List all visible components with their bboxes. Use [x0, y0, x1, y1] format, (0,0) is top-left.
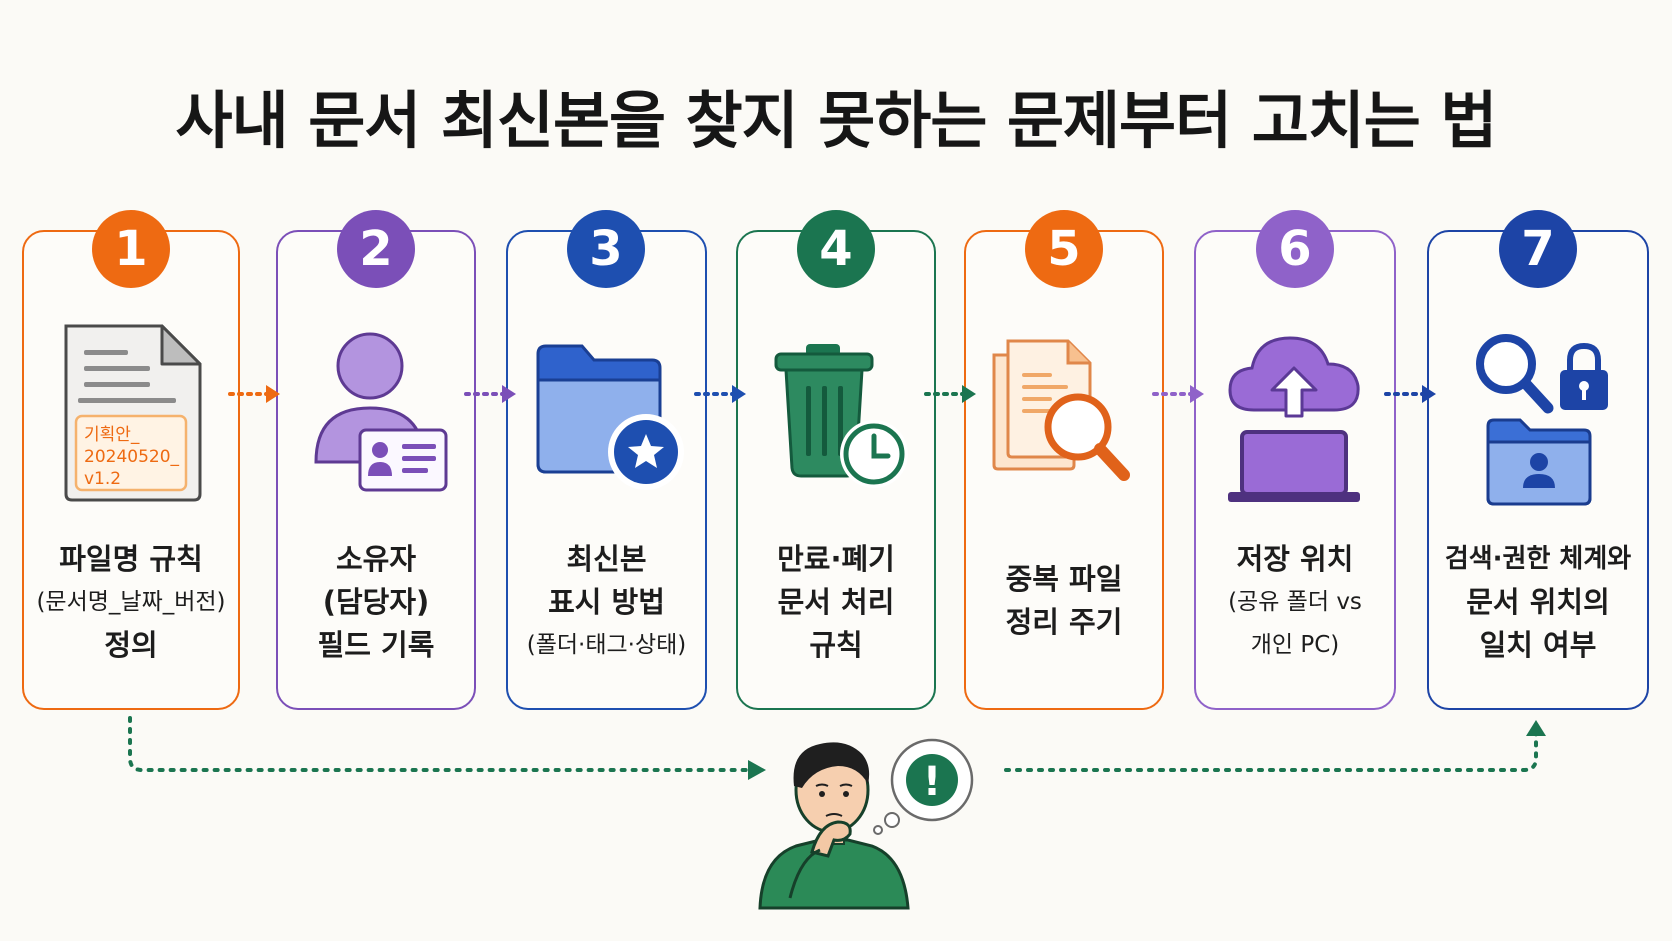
- connector-arrow-2-3: [464, 385, 516, 403]
- connector-arrow-5-6: [1152, 385, 1204, 403]
- duplicate-search-icon: [992, 339, 1130, 481]
- step-5-line-2: 정리 주기: [1005, 605, 1123, 639]
- star-folder-icon: [536, 344, 684, 490]
- step-4-line-1: 만료·폐기: [777, 542, 895, 576]
- doc-stamp-line-3: v1.2: [84, 469, 121, 489]
- connector-arrow-1-2: [228, 385, 280, 403]
- owner-id-card-icon: [314, 332, 448, 492]
- step-7-line-3: 일치 여부: [1479, 628, 1597, 662]
- step-2-line-1: 소유자: [335, 542, 417, 576]
- step-4-line-2: 문서 처리: [777, 585, 895, 619]
- connector-arrow-4-5: [924, 385, 976, 403]
- step-7-line-2: 문서 위치의: [1466, 585, 1610, 619]
- step-label-5: 중복 파일 정리 주기: [964, 558, 1164, 644]
- step-label-2: 소유자 (담당자) 필드 기록: [276, 538, 476, 667]
- exclamation-bubble-icon: !: [873, 738, 974, 835]
- exclamation-symbol: !: [923, 759, 941, 805]
- search-lock-folder-icon: [1476, 334, 1608, 506]
- step-number-badge-4: 4: [797, 210, 875, 288]
- connector-arrow-3-4: [694, 385, 746, 403]
- step-5-line-1: 중복 파일: [1005, 562, 1123, 596]
- step-number-badge-2: 2: [337, 210, 415, 288]
- thinking-person-icon: [758, 742, 910, 910]
- step-4-line-3: 규칙: [809, 628, 863, 662]
- step-label-4: 만료·폐기 문서 처리 규칙: [736, 538, 936, 667]
- step-3-line-3: (폴더·태그·상태): [526, 632, 687, 658]
- step-2-line-2: (담당자): [322, 585, 430, 619]
- step-number-badge-7: 7: [1499, 210, 1577, 288]
- connector-arrow-6-7: [1384, 385, 1436, 403]
- page-title: 사내 문서 최신본을 찾지 못하는 문제부터 고치는 법: [175, 84, 1498, 157]
- step-1-line-3: 정의: [104, 628, 158, 662]
- step-6-line-2: (공유 폴더 vs: [1228, 589, 1362, 615]
- step-3-line-2: 표시 방법: [548, 585, 665, 619]
- doc-stamp-line-2: 20240520_: [84, 447, 180, 467]
- step-3-line-1: 최신본: [566, 542, 647, 576]
- step-number-badge-6: 6: [1256, 210, 1334, 288]
- step-1-line-1: 파일명 규칙: [59, 542, 203, 576]
- doc-stamp-line-1: 기획안_: [84, 425, 140, 445]
- step-6-line-3: 개인 PC): [1250, 632, 1340, 658]
- loop-arrow-to-person: [128, 716, 766, 780]
- step-number-badge-5: 5: [1025, 210, 1103, 288]
- step-number-badge-1: 1: [92, 210, 170, 288]
- step-6-line-1: 저장 위치: [1236, 542, 1354, 576]
- trash-clock-icon: [774, 344, 908, 488]
- loop-arrow-to-step-7: [1004, 720, 1546, 772]
- step-label-1: 파일명 규칙 (문서명_날짜_버전) 정의: [22, 538, 240, 667]
- step-1-line-2: (문서명_날짜_버전): [36, 589, 226, 615]
- cloud-upload-laptop-icon: [1228, 336, 1360, 502]
- step-label-3: 최신본 표시 방법 (폴더·태그·상태): [506, 538, 707, 667]
- file-name-document-icon: 기획안_ 20240520_ v1.2: [64, 324, 202, 502]
- step-2-line-3: 필드 기록: [317, 628, 435, 662]
- step-label-7: 검색·권한 체계와 문서 위치의 일치 여부: [1427, 538, 1649, 667]
- step-label-6: 저장 위치 (공유 폴더 vs 개인 PC): [1194, 538, 1396, 667]
- step-7-line-1: 검색·권한 체계와: [1444, 544, 1632, 574]
- step-number-badge-3: 3: [567, 210, 645, 288]
